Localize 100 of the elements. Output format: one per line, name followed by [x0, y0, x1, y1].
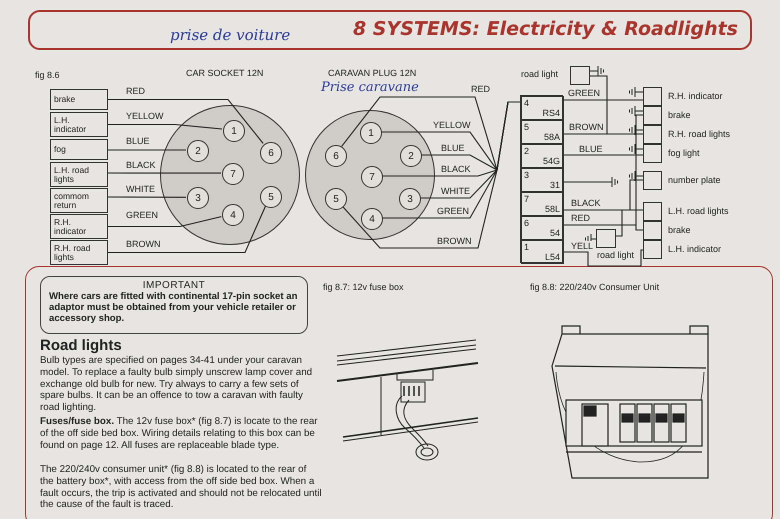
- terminal-cell: [521, 240, 564, 264]
- wire-color-label: RED: [470, 84, 492, 94]
- terminal-number: 2: [524, 146, 530, 156]
- lamp-label: fog light: [668, 148, 700, 158]
- figure-number: fig 8.6: [35, 70, 60, 80]
- pin-circle: 2: [187, 140, 209, 162]
- body-paragraph: Bulb types are specified on pages 34-41 under your caravan model. To replace a faulty bulb simply unscrew lamp cover and exchange old bulb for new. Try always to carry a few sets of spare bulbs. It can be an offence to tow a caravan with faulty road lighting.: [40, 355, 314, 414]
- function-label-box: commom return: [50, 188, 108, 213]
- wire-color-label: BLUE: [125, 136, 151, 146]
- terminal-cell: [521, 120, 564, 144]
- terminal-code: RS4: [542, 108, 560, 118]
- lamp-label: number plate: [668, 175, 721, 185]
- terminal-cell: [521, 96, 564, 120]
- page-title: 8 SYSTEMS: Electricity & Roadlights: [352, 18, 738, 40]
- notice-heading: IMPORTANT: [142, 280, 206, 291]
- pin-circle: 6: [325, 145, 347, 167]
- lamp-label: road light: [521, 69, 558, 79]
- wire-color-label: GREEN: [125, 210, 160, 220]
- function-label-box: brake: [50, 89, 108, 110]
- function-label-box: fog: [50, 139, 108, 160]
- figure-caption: fig 8.8: 220/240v Consumer Unit: [530, 282, 660, 292]
- pin-circle: 3: [187, 187, 209, 209]
- connector-heading: CAR SOCKET 12N: [186, 68, 264, 78]
- lamp-label: R.H. road lights: [668, 129, 730, 139]
- handwritten-note: prise de voiture: [170, 26, 290, 44]
- section-heading: Road lights: [40, 337, 122, 354]
- wire-color-label: WHITE: [125, 184, 156, 194]
- wire-color-label: RED: [125, 86, 146, 96]
- terminal-cell: [521, 216, 564, 240]
- terminal-code: 58L: [544, 204, 560, 214]
- function-label-box: R.H. indicator: [50, 214, 108, 239]
- notice-box: [40, 276, 308, 334]
- wire-color-label: BLACK: [440, 164, 472, 174]
- function-label-box: L.H. road lights: [50, 162, 108, 187]
- lamp-label: brake: [668, 225, 691, 235]
- wire: [108, 196, 186, 198]
- wire: [563, 249, 643, 267]
- lamp-label: L.H. road lights: [668, 206, 729, 216]
- terminal-code: 31: [550, 180, 560, 190]
- pin-circle: 1: [360, 122, 382, 144]
- wire-color-label: BLACK: [125, 160, 157, 170]
- wire: [108, 98, 264, 144]
- wire: [563, 75, 608, 135]
- wire-color-label: YELLOW: [432, 120, 472, 130]
- terminal-code: 54: [550, 228, 560, 238]
- pin-circle: 2: [400, 145, 422, 167]
- lamp-label: L.H. indicator: [668, 244, 722, 254]
- lamp-label: road light: [597, 250, 634, 260]
- pin-circle: 7: [361, 166, 383, 188]
- terminal-number: 1: [524, 242, 530, 252]
- pin-circle: 4: [222, 204, 244, 226]
- terminal-number: 6: [524, 218, 530, 228]
- wire: [108, 216, 222, 228]
- wire-color-label: GREEN: [567, 88, 602, 98]
- wire: [563, 99, 643, 101]
- terminal-cell: [521, 192, 564, 216]
- pin-circle: 7: [222, 163, 244, 185]
- wire-color-label: YELLOW: [125, 111, 165, 121]
- wire-color-label: YELL: [570, 241, 594, 251]
- lamp-label: R.H. indicator: [668, 91, 723, 101]
- wire: [563, 181, 612, 183]
- wire: [108, 172, 221, 174]
- wire: [108, 206, 266, 254]
- figure-caption: fig 8.7: 12v fuse box: [323, 282, 404, 292]
- notice-text: Where cars are fitted with continental 17-pin socket an adaptor must be obtained from your vehicle retailer or accessory shop.: [49, 291, 298, 324]
- pin-circle: 1: [223, 120, 245, 142]
- terminal-cell: [521, 144, 564, 168]
- wire-color-label: BROWN: [568, 122, 604, 132]
- terminal-block: [520, 95, 563, 263]
- terminal-number: 3: [524, 170, 530, 180]
- wire: [563, 114, 643, 226]
- terminal-number: 7: [524, 194, 530, 204]
- pin-circle: 4: [361, 208, 383, 230]
- wire-color-label: BROWN: [436, 236, 472, 246]
- wire: [563, 154, 643, 156]
- wire: [108, 124, 222, 130]
- terminal-code: 58A: [544, 132, 560, 142]
- wire-color-label: BLUE: [440, 143, 466, 153]
- connector-heading: CARAVAN PLUG 12N: [328, 68, 416, 78]
- wire-color-label: BROWN: [125, 239, 162, 249]
- wire-color-label: BLACK: [570, 198, 602, 208]
- function-label-box: R.H. road lights: [50, 240, 108, 265]
- wire: [108, 149, 186, 151]
- terminal-number: 5: [524, 122, 530, 132]
- pin-circle: 5: [325, 188, 347, 210]
- wire-color-label: GREEN: [436, 206, 470, 216]
- function-label-box: L.H. indicator: [50, 112, 108, 137]
- pin-circle: 3: [399, 188, 421, 210]
- lamp-label: brake: [668, 110, 691, 120]
- wire-color-label: RED: [570, 213, 592, 223]
- handwritten-note: Prise caravane: [321, 80, 419, 95]
- wire: [342, 101, 520, 249]
- wire-color-label: WHITE: [440, 186, 471, 196]
- wire-color-label: BLUE: [578, 144, 604, 154]
- terminal-code: L54: [544, 252, 560, 262]
- pin-circle: 5: [260, 186, 282, 208]
- wire: [563, 209, 623, 237]
- terminal-cell: [521, 168, 564, 192]
- terminal-number: 4: [524, 98, 530, 108]
- pin-circle: 6: [260, 142, 282, 164]
